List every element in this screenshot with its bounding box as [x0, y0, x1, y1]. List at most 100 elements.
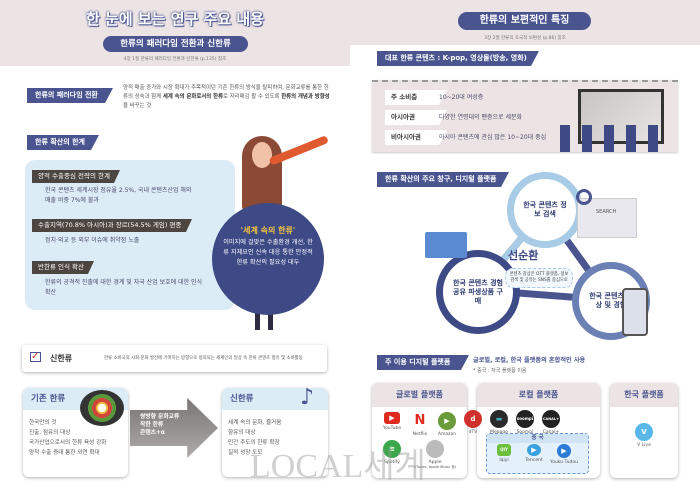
label: Apple: [428, 460, 442, 465]
spotify-logo: ≋Spotify: [357, 440, 427, 465]
line: 국가산업으로서의 한류 육성 강화: [29, 440, 107, 446]
magnifier-icon: [576, 189, 592, 205]
checkbox-icon: ✓: [30, 351, 41, 362]
apple-note: (iTunes, Apple Music 등): [413, 465, 457, 469]
t: 양적 매출 증가와 시장 확대가 주목적이던 기존 한류의 방식을 탈피하여, …: [123, 85, 329, 100]
label: Canal+: [543, 430, 560, 435]
t: 로 자리매김 할 수 있도록: [223, 94, 282, 100]
cycle-top-circle: 한국 콘텐츠 정보 검색: [507, 172, 583, 248]
youku-logo: ▶Youku Tudou: [549, 444, 579, 465]
label: Soompi: [517, 430, 534, 435]
left-caption: 4장 1절 한류의 패러다임 전환과 신한류 (p.135) 참조: [123, 57, 227, 62]
label: Amazon: [437, 432, 457, 437]
row-label-2: 아시아권: [385, 110, 447, 125]
music-note-icon: ♪: [300, 385, 315, 410]
search-text: SEARCH: [596, 209, 617, 215]
amazon-logo: ▶Amazon: [412, 412, 482, 437]
row-value-3: 아시아 콘텐츠에 관심 많은 10~20대 중심: [439, 134, 547, 141]
new-hallyu-title: 신한류: [222, 388, 328, 410]
left-header-band: [0, 0, 350, 66]
right-caption: 3장 2절 한류의 초국적 보편성 (p.86) 참조: [484, 36, 566, 41]
limit-head-3: 반한류 인식 확산: [32, 261, 94, 274]
new-hallyu-label: 신한류: [50, 354, 73, 363]
apple-logo: Apple(iTunes, Apple Music 등): [400, 440, 470, 470]
row-value-2: 다양한 연령대의 팬층으로 세분화: [439, 114, 523, 121]
label: Megogo: [490, 430, 508, 435]
section-platforms-label: 주 이용 디지털 플랫폼: [377, 355, 469, 370]
fans-phones-illustration: [560, 125, 670, 152]
soompi-logo: soompiSoompi: [505, 410, 545, 435]
global-platform-title: 글로벌 플랫폼: [372, 383, 467, 407]
circle-title: '세계 속의 한류': [240, 226, 296, 235]
label: Spotify: [384, 460, 400, 465]
new-hallyu-definition: 한류 소비국의 사회·문화 발전에 기여하는 방향으로 정의되는 세계인의 일상…: [104, 356, 303, 361]
row-value-1: 10~20대 여성층: [439, 94, 484, 101]
platforms-note: * 중국 : 자국 플랫폼 이용: [473, 368, 527, 374]
cycle-left-circle: 한국 콘텐츠 경험 공유 파생상품 구매: [436, 250, 520, 334]
page-subtitle: 한류의 패러다임 전환과 신한류: [103, 36, 248, 52]
chat-bubble-illustration: [425, 232, 467, 258]
limit-body-3: 한류의 공격적 진출에 대한 경계 및 자국 산업 보호에 대한 인식 확산: [45, 279, 203, 296]
section-content-label: 대표 한류 콘텐츠 : K-pop, 영상물(방송, 영화): [377, 51, 539, 66]
t: 을 바꾸는 것: [123, 103, 152, 109]
row-label-3: 비아시아권: [385, 130, 447, 145]
line: 향유의 대상: [228, 430, 256, 436]
paradigm-text: 양적 매출 증가와 시장 확대가 주목적이던 기존 한류의 방식을 탈피하여, …: [123, 84, 333, 111]
line: 질적 성장 도모: [228, 450, 263, 456]
row-label-1: 주 소비층: [385, 90, 447, 105]
label: Iqiyi: [499, 458, 509, 463]
cycle-note: 콘텐츠 감상은 OTT 플랫폼, 정보 검색 및 공유는 SNS를 중심으로: [505, 268, 573, 288]
korea-platform-title: 한국 플랫폼: [610, 383, 678, 407]
megogo-logo: ▬Megogo: [479, 410, 519, 435]
section-paradigm-label: 한류의 패러다임 전환: [27, 88, 113, 103]
label: YouTube: [382, 426, 402, 431]
bibimbap-illustration: [80, 390, 124, 426]
platforms-desc: 글로벌, 로컬, 한국 플랫폼의 혼합적인 사용: [473, 357, 586, 364]
limit-body-2: 정치·외교 등 외부 이슈에 취약점 노출: [45, 237, 140, 244]
line: 민간 주도의 한류 확장: [228, 440, 280, 446]
watermark: LOCAL세계: [250, 448, 426, 485]
line: 쌍방향 문화교류: [140, 414, 180, 420]
label: V Live: [637, 443, 651, 448]
b: 한류의 개념과 방향성: [281, 94, 330, 100]
line: 세계 속의 문화, 즐거움: [228, 420, 282, 426]
limits-box: [25, 160, 235, 310]
woman-legs-illustration: [255, 300, 273, 330]
line: 진출, 점유의 대상: [29, 430, 71, 436]
circle-body: 이미지에 걸맞은 수출환경 개선, 한류 지체요인 신속 대응 통한 안정적 한…: [223, 239, 313, 266]
limit-head-1: 양적 수출중심 전략의 한계: [32, 170, 120, 183]
youtube-logo: ▶YouTube: [382, 412, 402, 431]
local-platform-title: 로컬 플랫폼: [477, 383, 600, 407]
limit-body-1: 한국 콘텐츠 세계시장 점유율 2.5%, 국내 콘텐츠산업 해외매출 비중 7…: [45, 187, 192, 204]
line: 콘텐츠+α: [140, 430, 165, 436]
page-title: 한 눈에 보는 연구 주요 내용: [86, 10, 264, 28]
woman-face-illustration: [252, 142, 272, 168]
hallyu-circle: '세계 속의 한류' 이미지에 걸맞은 수출환경 개선, 한류 지체요인 신속 …: [212, 203, 324, 315]
korea-platform-panel: 한국 플랫폼: [610, 383, 678, 478]
line: 양적 수출 증대 통한 외연 확대: [29, 450, 100, 456]
tencent-logo: ▶Tencent: [525, 444, 543, 463]
canal-logo: CANAL+Canal+: [531, 410, 571, 435]
label: Youku Tudou: [550, 460, 578, 465]
label: Netflix: [412, 432, 428, 437]
search-illustration: SEARCH: [576, 189, 637, 238]
new-hallyu-definition-bar: ✓ 신한류 한류 소비국의 사회·문화 발전에 기여하는 방향으로 정의되는 세…: [22, 345, 327, 372]
china-title: 중 국: [487, 434, 588, 443]
line: 한국만의 것: [29, 420, 57, 426]
section-limits-label: 한류 확산의 한계: [27, 135, 99, 150]
limit-head-2: 수출지역(70.8% 아시아)과 장르(54.5% 게임) 편중: [32, 219, 192, 232]
global-platform-panel: 글로벌 플랫폼: [372, 383, 467, 478]
b: 세계 속의 문화로서의 한류: [162, 94, 224, 100]
right-title: 한류의 보편적인 특징: [458, 12, 591, 30]
label: dTV: [468, 430, 478, 435]
phone-illustration: [622, 288, 648, 336]
cycle-center-label: 선순환: [508, 249, 539, 262]
